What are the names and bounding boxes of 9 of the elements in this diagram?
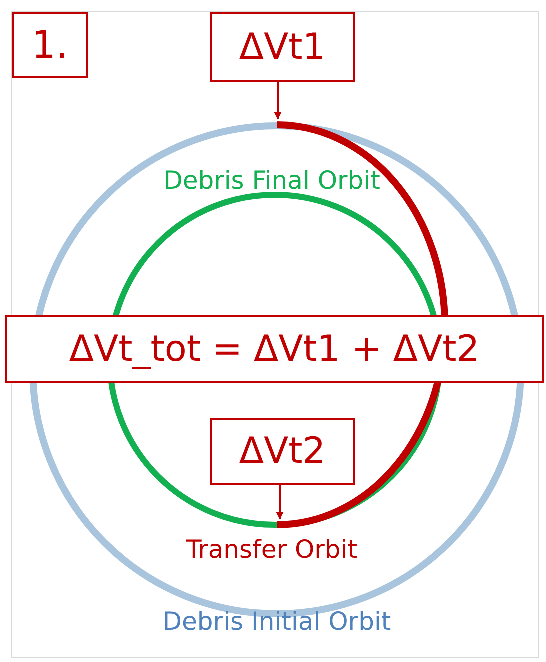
leader-arrow — [274, 82, 282, 120]
orbit-label: Debris Initial Orbit — [162, 607, 392, 636]
delta-v-label: ΔVt2 — [210, 418, 355, 485]
equation-label: ΔVt_tot = ΔVt1 + ΔVt2 — [5, 315, 544, 383]
orbit-label: Transfer Orbit — [186, 535, 358, 564]
step-number: 1. — [12, 12, 88, 78]
orbit-label: Debris Final Orbit — [164, 166, 380, 195]
leader-arrow — [276, 485, 284, 520]
delta-v-label: ΔVt1 — [210, 12, 355, 82]
